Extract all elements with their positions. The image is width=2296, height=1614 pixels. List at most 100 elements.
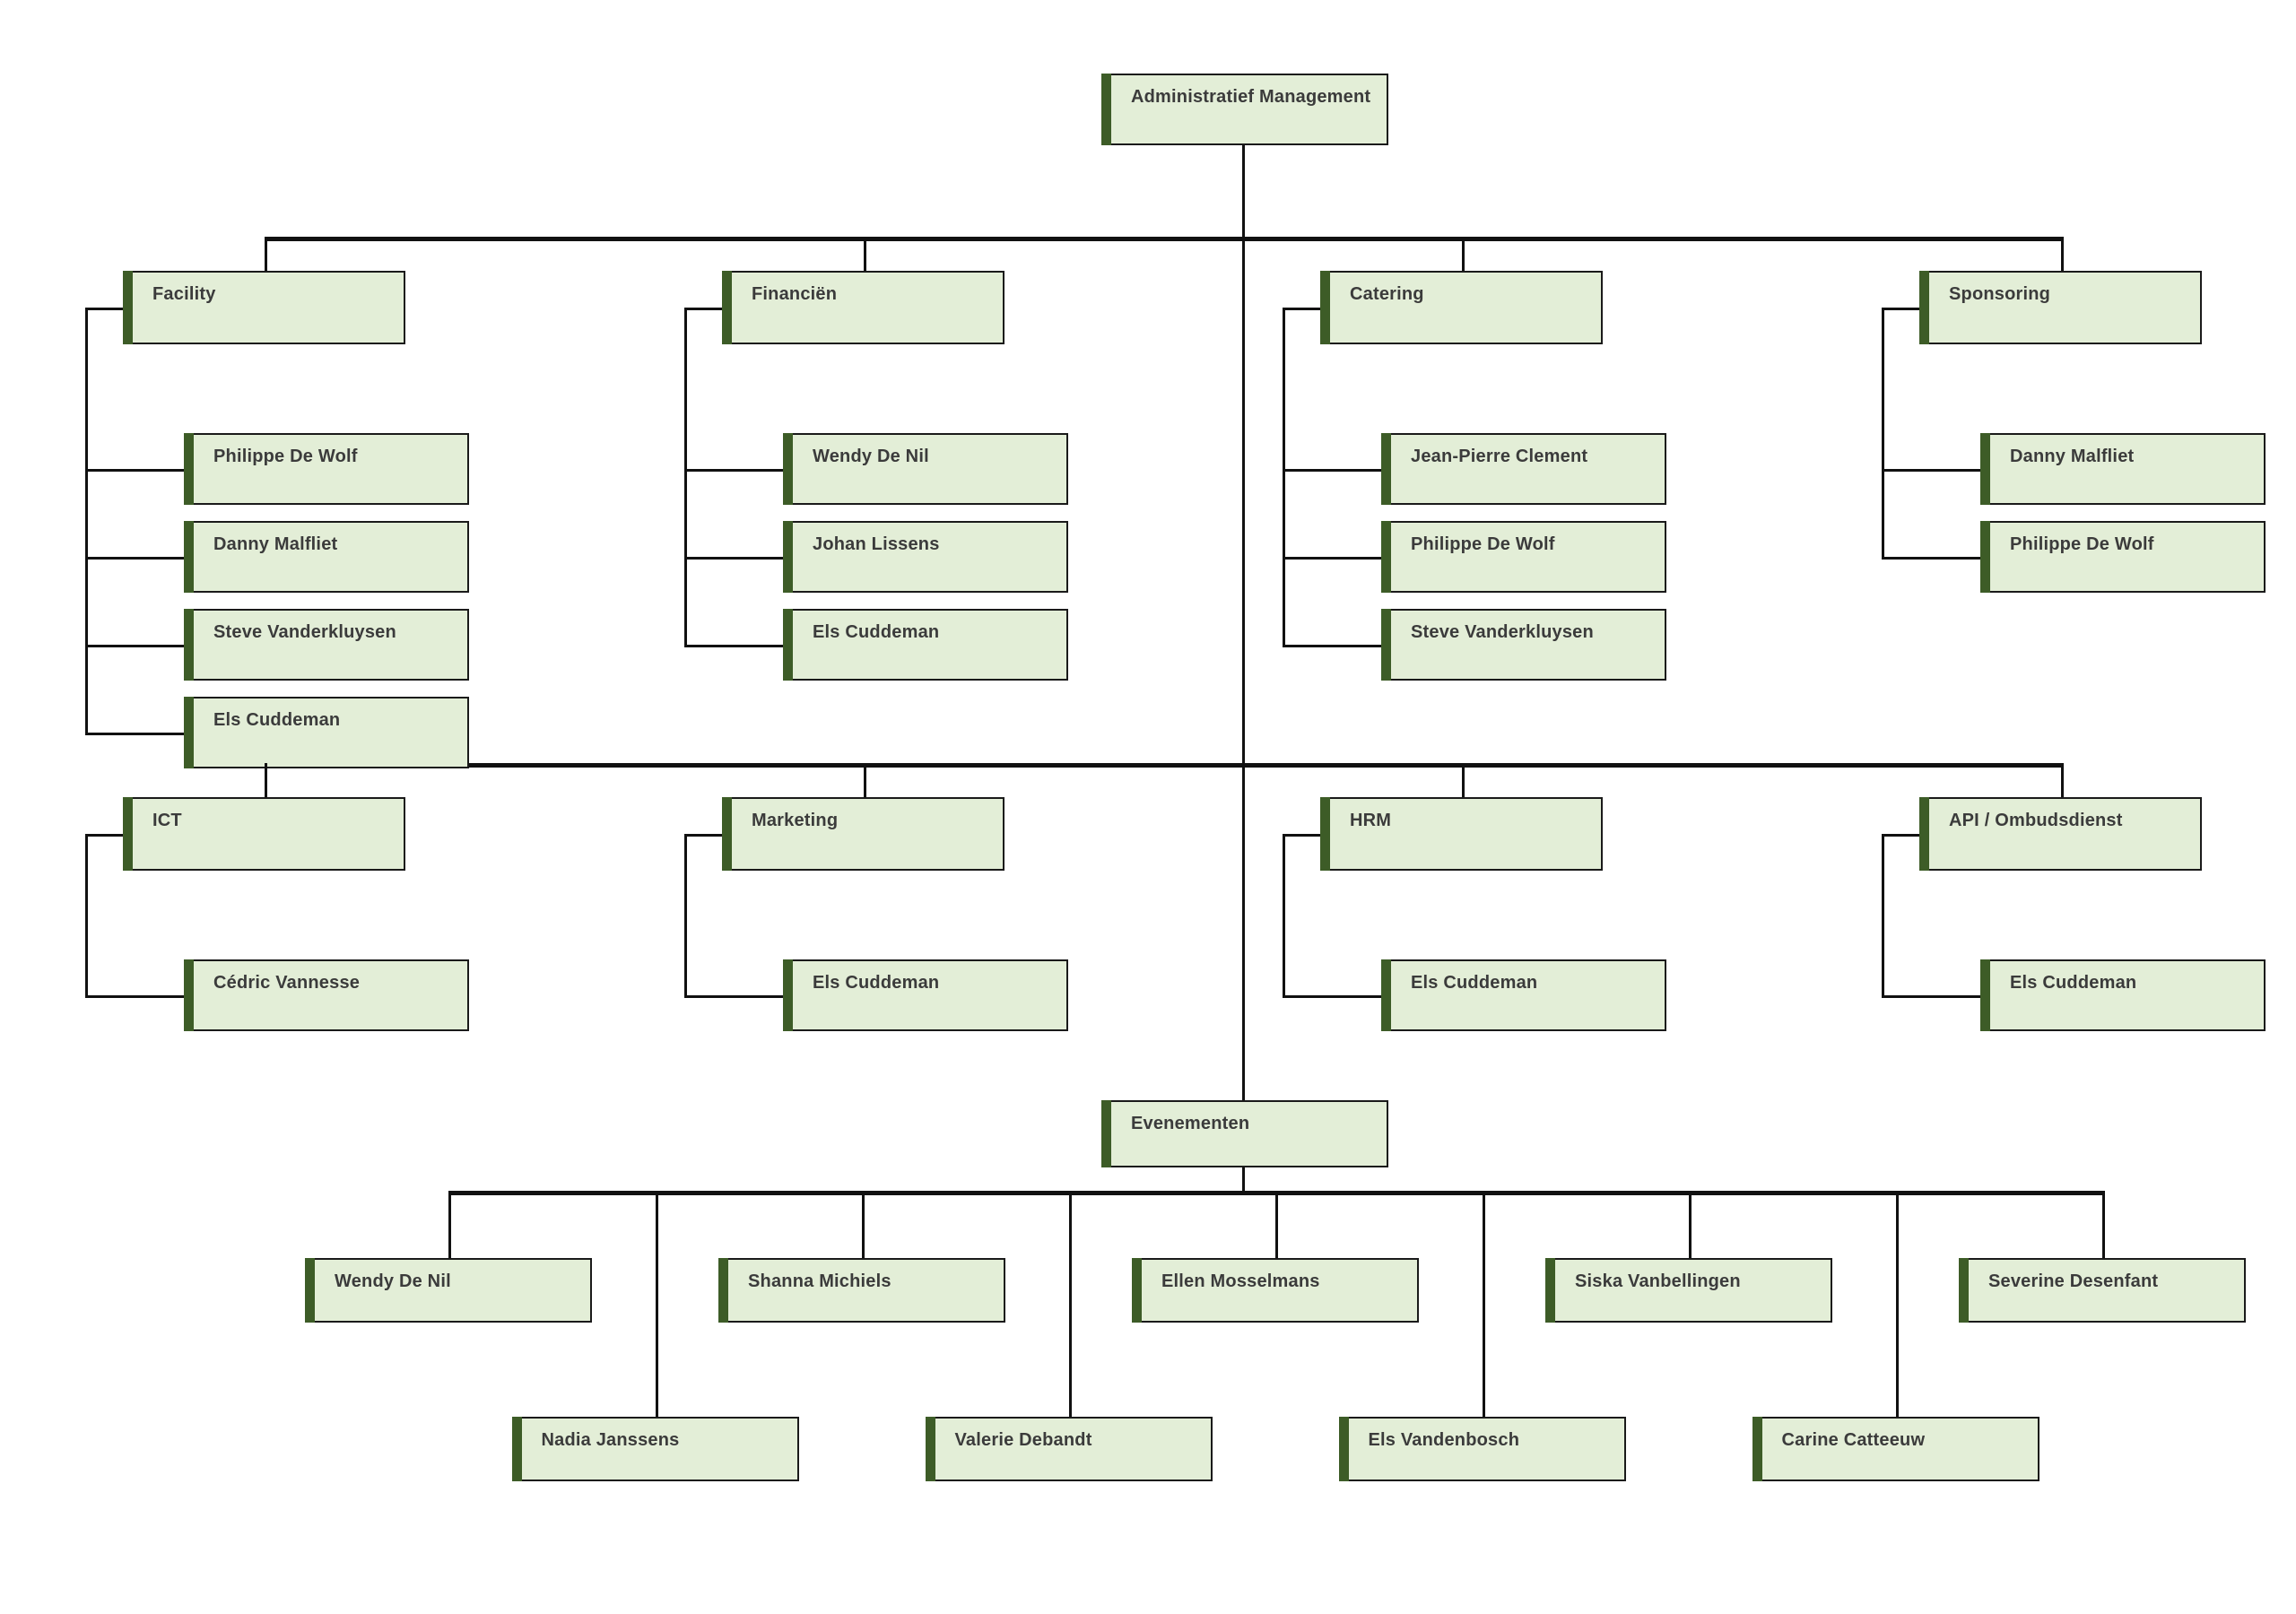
- node-department-sponsoring[interactable]: Sponsoring: [1919, 271, 2202, 344]
- node-accent-bar: [1101, 74, 1111, 145]
- node-accent-bar: [511, 1417, 522, 1481]
- node-person[interactable]: Els Cuddeman: [1980, 959, 2266, 1031]
- rail-department: [684, 308, 687, 645]
- spine-root-to-bus1: [1242, 145, 1245, 237]
- drop-to-department: [1461, 763, 1465, 797]
- node-accent-bar: [1919, 271, 1929, 344]
- node-department-api-ombudsdienst[interactable]: API / Ombudsdienst: [1919, 797, 2202, 871]
- node-person[interactable]: Steve Vanderkluysen: [184, 609, 469, 681]
- node-accent-bar: [783, 521, 793, 593]
- node-event-person[interactable]: Siska Vanbellingen: [1545, 1258, 1832, 1323]
- node-event-person[interactable]: Severine Desenfant: [1959, 1258, 2246, 1323]
- drop-to-event-person: [2102, 1191, 2105, 1258]
- node-department-ict[interactable]: ICT: [123, 797, 405, 871]
- node-label: Valerie Debandt: [954, 1430, 1092, 1450]
- node-department-marketing[interactable]: Marketing: [722, 797, 1004, 871]
- branch-to-person: [85, 733, 184, 735]
- node-accent-bar: [184, 433, 194, 505]
- branch-to-person: [1283, 645, 1381, 647]
- node-person[interactable]: Els Cuddeman: [783, 609, 1068, 681]
- node-person[interactable]: Danny Malfliet: [184, 521, 469, 593]
- node-accent-bar: [1980, 521, 1990, 593]
- node-label: Steve Vanderkluysen: [213, 622, 396, 642]
- node-accent-bar: [783, 433, 793, 505]
- node-accent-bar: [184, 521, 194, 593]
- node-label: Cédric Vannesse: [213, 973, 361, 993]
- node-person[interactable]: Steve Vanderkluysen: [1381, 609, 1666, 681]
- rail-department: [1882, 834, 1884, 995]
- node-accent-bar: [123, 797, 133, 871]
- stub-department-to-rail: [684, 308, 722, 310]
- node-label: Philippe De Wolf: [213, 447, 358, 466]
- node-label: Els Vandenbosch: [1368, 1430, 1520, 1450]
- node-person[interactable]: Johan Lissens: [783, 521, 1068, 593]
- node-label: Nadia Janssens: [541, 1430, 680, 1450]
- node-evenementen[interactable]: Evenementen: [1101, 1100, 1388, 1167]
- node-accent-bar: [184, 697, 194, 768]
- node-person[interactable]: Els Cuddeman: [1381, 959, 1666, 1031]
- node-root[interactable]: Administratief Management: [1101, 74, 1388, 145]
- node-label: Philippe De Wolf: [1411, 534, 1555, 554]
- branch-to-person: [1882, 557, 1980, 560]
- stub-department-to-rail: [684, 834, 722, 837]
- node-accent-bar: [1980, 959, 1990, 1031]
- node-person[interactable]: Philippe De Wolf: [1980, 521, 2266, 593]
- drop-to-department: [863, 237, 866, 271]
- node-event-person[interactable]: Ellen Mosselmans: [1132, 1258, 1419, 1323]
- node-department-facility[interactable]: Facility: [123, 271, 405, 344]
- node-accent-bar: [1545, 1258, 1555, 1323]
- node-person[interactable]: Jean-Pierre Clement: [1381, 433, 1666, 505]
- drop-to-department: [264, 763, 267, 797]
- node-person[interactable]: Els Cuddeman: [783, 959, 1068, 1031]
- node-person[interactable]: Philippe De Wolf: [1381, 521, 1666, 593]
- node-event-person[interactable]: Els Vandenbosch: [1338, 1417, 1626, 1481]
- node-person[interactable]: Els Cuddeman: [184, 697, 469, 768]
- node-person[interactable]: Wendy De Nil: [783, 433, 1068, 505]
- node-label: Siska Vanbellingen: [1575, 1271, 1741, 1291]
- node-accent-bar: [1320, 271, 1330, 344]
- node-accent-bar: [1320, 797, 1330, 871]
- node-accent-bar: [1381, 433, 1391, 505]
- rail-department: [85, 834, 88, 995]
- node-event-person[interactable]: Nadia Janssens: [511, 1417, 799, 1481]
- spine-evenementen-to-bus3: [1242, 1167, 1245, 1191]
- node-event-person[interactable]: Wendy De Nil: [305, 1258, 592, 1323]
- node-label: Danny Malfliet: [213, 534, 338, 554]
- branch-to-person: [85, 557, 184, 560]
- branch-to-person: [85, 645, 184, 647]
- node-label: API / Ombudsdienst: [1949, 811, 2123, 830]
- node-department-catering[interactable]: Catering: [1320, 271, 1603, 344]
- node-event-person[interactable]: Valerie Debandt: [925, 1417, 1213, 1481]
- node-person[interactable]: Philippe De Wolf: [184, 433, 469, 505]
- node-label: Els Cuddeman: [813, 622, 940, 642]
- node-label: Marketing: [752, 811, 839, 830]
- drop-to-event-person: [862, 1191, 865, 1258]
- branch-to-person: [85, 995, 184, 998]
- node-department-financi-n[interactable]: Financiën: [722, 271, 1004, 344]
- node-person[interactable]: Danny Malfliet: [1980, 433, 2266, 505]
- node-department-hrm[interactable]: HRM: [1320, 797, 1603, 871]
- node-event-person[interactable]: Shanna Michiels: [718, 1258, 1005, 1323]
- node-label: Evenementen: [1131, 1114, 1250, 1133]
- node-label: Catering: [1350, 284, 1424, 304]
- node-label: Johan Lissens: [813, 534, 940, 554]
- node-accent-bar: [1101, 1100, 1111, 1167]
- branch-to-person: [1283, 557, 1381, 560]
- bus-row2: [264, 763, 2061, 768]
- drop-to-event-person: [448, 1191, 451, 1258]
- node-label: Jean-Pierre Clement: [1411, 447, 1588, 466]
- node-person[interactable]: Cédric Vannesse: [184, 959, 469, 1031]
- drop-to-event-person: [1895, 1191, 1899, 1417]
- drop-to-event-person: [1275, 1191, 1278, 1258]
- rail-department: [1283, 834, 1285, 995]
- branch-to-person: [1283, 995, 1381, 998]
- node-label: Financiën: [752, 284, 838, 304]
- node-accent-bar: [722, 271, 732, 344]
- node-label: Philippe De Wolf: [2010, 534, 2154, 554]
- drop-to-department: [1461, 237, 1465, 271]
- node-event-person[interactable]: Carine Catteeuw: [1752, 1417, 2039, 1481]
- stub-department-to-rail: [85, 308, 123, 310]
- stub-department-to-rail: [1283, 834, 1320, 837]
- node-label: Ellen Mosselmans: [1161, 1271, 1320, 1291]
- node-label: Wendy De Nil: [335, 1271, 451, 1291]
